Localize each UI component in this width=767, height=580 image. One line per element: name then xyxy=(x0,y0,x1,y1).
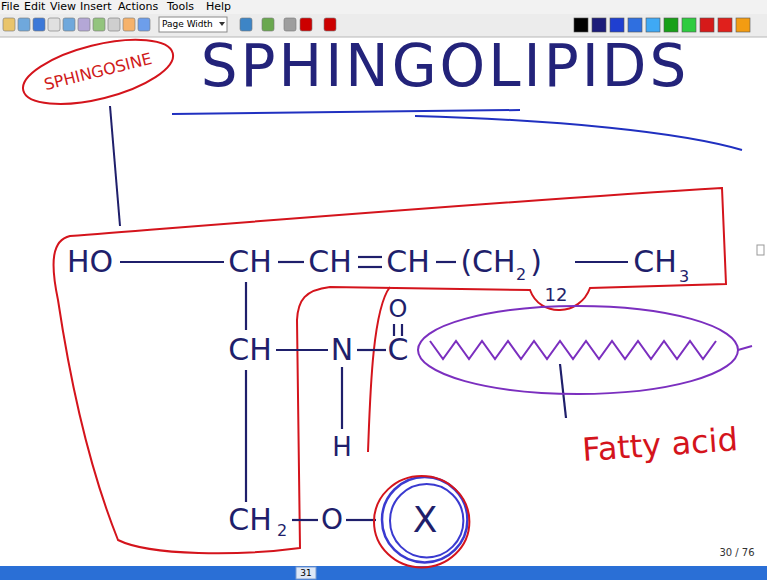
menu-item: Actions xyxy=(118,1,158,14)
outline-tail xyxy=(738,346,752,350)
menu-item: Tools xyxy=(167,1,194,14)
subscript: 2 xyxy=(277,522,287,540)
atom-label: CH xyxy=(308,245,352,280)
color-swatch xyxy=(664,18,678,32)
single-bond xyxy=(292,519,318,521)
double-bond xyxy=(358,266,382,268)
toolbar-icon xyxy=(284,18,296,31)
dropdown-arrow xyxy=(219,22,225,26)
color-swatch xyxy=(646,18,660,32)
menu-item: View xyxy=(50,1,76,14)
scroll-marker xyxy=(757,245,764,255)
double-bond xyxy=(358,256,382,258)
single-bond xyxy=(245,282,247,330)
single-bond xyxy=(278,261,304,263)
atom-label: (CH xyxy=(460,245,515,280)
toolbar-icon xyxy=(262,18,274,31)
atom-label: H xyxy=(332,433,352,463)
toolbar-icon xyxy=(108,18,120,31)
fatty-acid-outline xyxy=(418,306,738,394)
single-bond xyxy=(575,261,628,263)
single-bond xyxy=(436,261,456,263)
subscript: 2 xyxy=(516,266,526,284)
atom-label: O xyxy=(321,504,343,536)
color-swatch xyxy=(700,18,714,32)
menu-item: File xyxy=(1,1,19,14)
single-bond xyxy=(357,349,386,351)
toolbar-icon xyxy=(240,18,252,31)
toolbar-icon xyxy=(300,18,312,31)
page-counter: 30 / 76 xyxy=(719,547,754,559)
color-swatch xyxy=(682,18,696,32)
bubble-outline xyxy=(17,27,180,116)
title-underline xyxy=(415,116,742,150)
single-bond xyxy=(341,367,343,429)
single-bond xyxy=(120,261,224,263)
toolbar-icon xyxy=(123,18,135,31)
menu-item: Help xyxy=(206,1,231,14)
circle-outline xyxy=(374,476,469,567)
atom-label: HO xyxy=(67,245,113,280)
toolbar-icon xyxy=(324,18,336,31)
fatty-acid-chain xyxy=(430,341,716,359)
title-underline xyxy=(172,110,520,114)
toolbar-icon xyxy=(93,18,105,31)
amide-divider xyxy=(368,287,390,452)
color-swatch xyxy=(718,18,732,32)
atom-label: ) xyxy=(530,245,542,280)
page-strip xyxy=(0,566,767,580)
circle-outline xyxy=(390,484,463,557)
color-swatch xyxy=(610,18,624,32)
leader-line xyxy=(560,364,566,418)
toolbar-icon xyxy=(3,18,15,31)
color-swatch xyxy=(628,18,642,32)
single-bond xyxy=(346,519,376,521)
color-swatch xyxy=(736,18,750,32)
atom-label: CH xyxy=(228,333,272,368)
atom-label: CH xyxy=(386,245,430,280)
single-bond xyxy=(245,370,247,502)
head-group-circle: X xyxy=(380,475,469,564)
toolbar-icon xyxy=(63,18,75,31)
atom-label: N xyxy=(331,333,353,368)
toolbar-icon xyxy=(33,18,45,31)
toolbar-icon xyxy=(78,18,90,31)
atom-label: O xyxy=(389,296,408,324)
zoom-dropdown xyxy=(159,17,227,32)
menu-item: Edit xyxy=(24,1,45,14)
node-text: X xyxy=(413,499,438,540)
single-bond xyxy=(276,349,328,351)
atom-label: CH xyxy=(633,245,677,280)
page-title: SPHINGOLIPIDS xyxy=(201,33,689,100)
page-tab xyxy=(296,567,316,579)
menu-item: Insert xyxy=(80,1,112,14)
toolbar-icon xyxy=(48,18,60,31)
zoom-label: Page Width xyxy=(162,19,213,29)
subscript: 12 xyxy=(545,285,568,306)
atom-label: CH xyxy=(228,245,272,280)
color-swatch xyxy=(592,18,606,32)
toolbar-icon xyxy=(138,18,150,31)
color-swatch xyxy=(574,18,588,32)
sphingosine-outline xyxy=(54,188,726,553)
toolbar-icon xyxy=(18,18,30,31)
atom-label: CH xyxy=(228,503,272,538)
leader-line xyxy=(110,106,120,226)
subscript: 3 xyxy=(679,268,689,286)
atom-label: C xyxy=(388,333,409,368)
menu-bar xyxy=(0,0,767,14)
page-number: 31 xyxy=(300,568,311,578)
annotation: Fatty acid xyxy=(581,421,739,469)
name-bubble: SPHINGOSINE xyxy=(14,25,181,119)
